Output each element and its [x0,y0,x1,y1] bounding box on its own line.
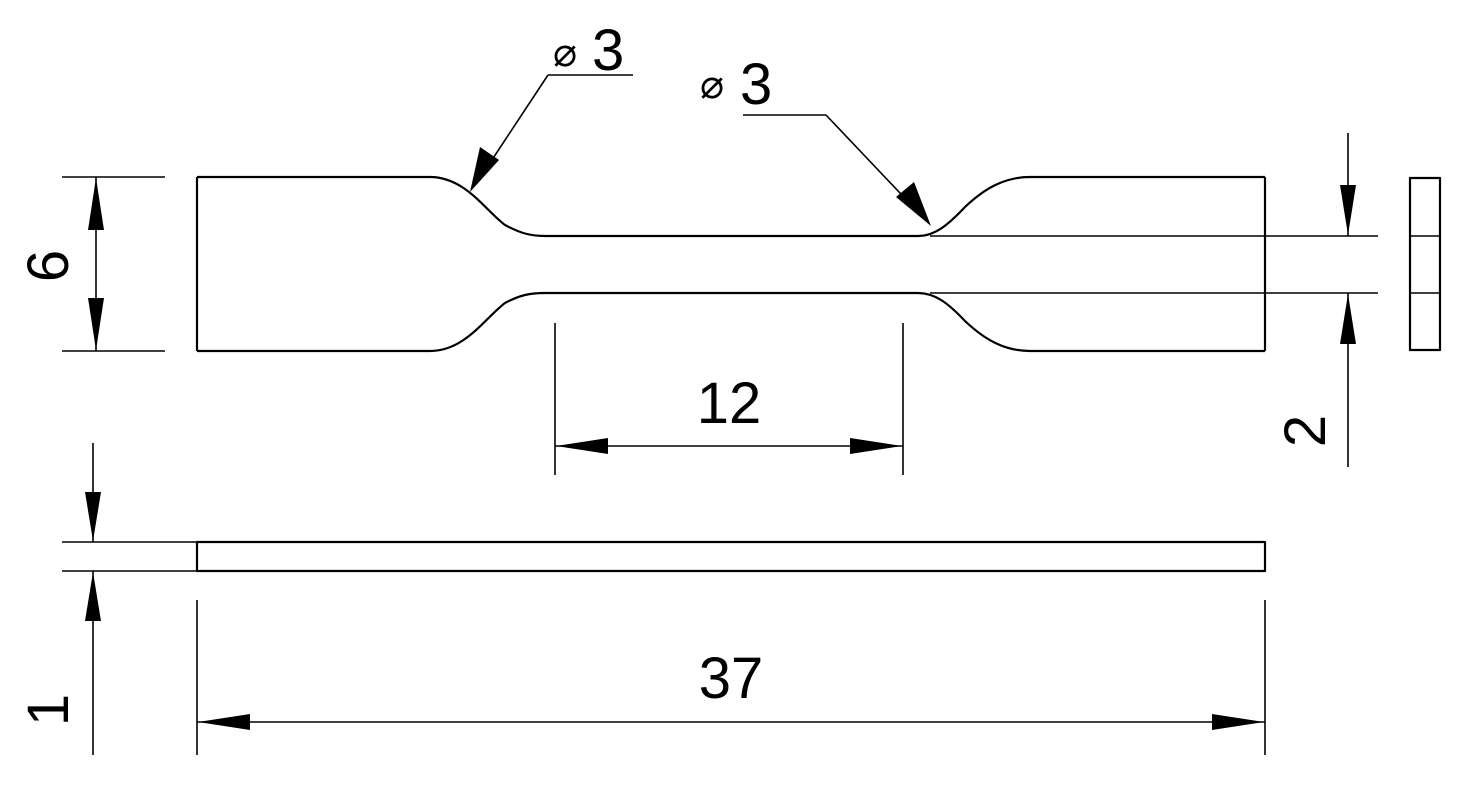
fillet-diameter-value: 3 [592,18,624,83]
arrowhead [896,182,931,226]
fillet-diameter-symbol: ⌀ [553,30,577,76]
arrowhead [85,492,101,541]
dimension-label-thickness: 1 [16,694,81,726]
arrowhead [88,298,104,350]
dimension-label-gauge-length: 12 [697,371,762,436]
dimension-gauge-width: 2 [930,133,1378,467]
dimension-thickness: 1 [16,443,197,755]
leader-left-fillet: ⌀ 3 [470,18,633,192]
specimen-top-view [195,175,1267,353]
arrowhead [85,572,101,621]
arrowhead [1212,714,1264,730]
dimension-overall-length: 37 [196,600,1266,755]
specimen-side-bar [195,540,1267,573]
leader-right-fillet: ⌀ 3 [700,52,931,226]
arrowhead [1340,185,1356,235]
dimension-label-grip-width: 6 [16,250,81,282]
specimen-side-view [195,540,1267,573]
dimension-grip-width: 6 [16,176,165,352]
arrowhead [470,147,499,192]
specimen-outline-bottom-edge [197,291,1265,353]
arrowhead [88,178,104,230]
end-view-rect [1408,176,1442,352]
arrowhead [1340,294,1356,344]
specimen-outline-top-edge [197,175,1265,238]
arrowhead [198,714,250,730]
dimension-gauge-length: 12 [554,323,904,475]
fillet-diameter-symbol: ⌀ [700,62,724,108]
fillet-diameter-value: 3 [740,52,772,117]
specimen-end-view [1408,176,1442,352]
dimension-label-gauge-width: 2 [1273,415,1338,447]
dimension-label-overall-length: 37 [699,646,764,711]
arrowhead [850,438,902,454]
arrowhead [556,438,608,454]
